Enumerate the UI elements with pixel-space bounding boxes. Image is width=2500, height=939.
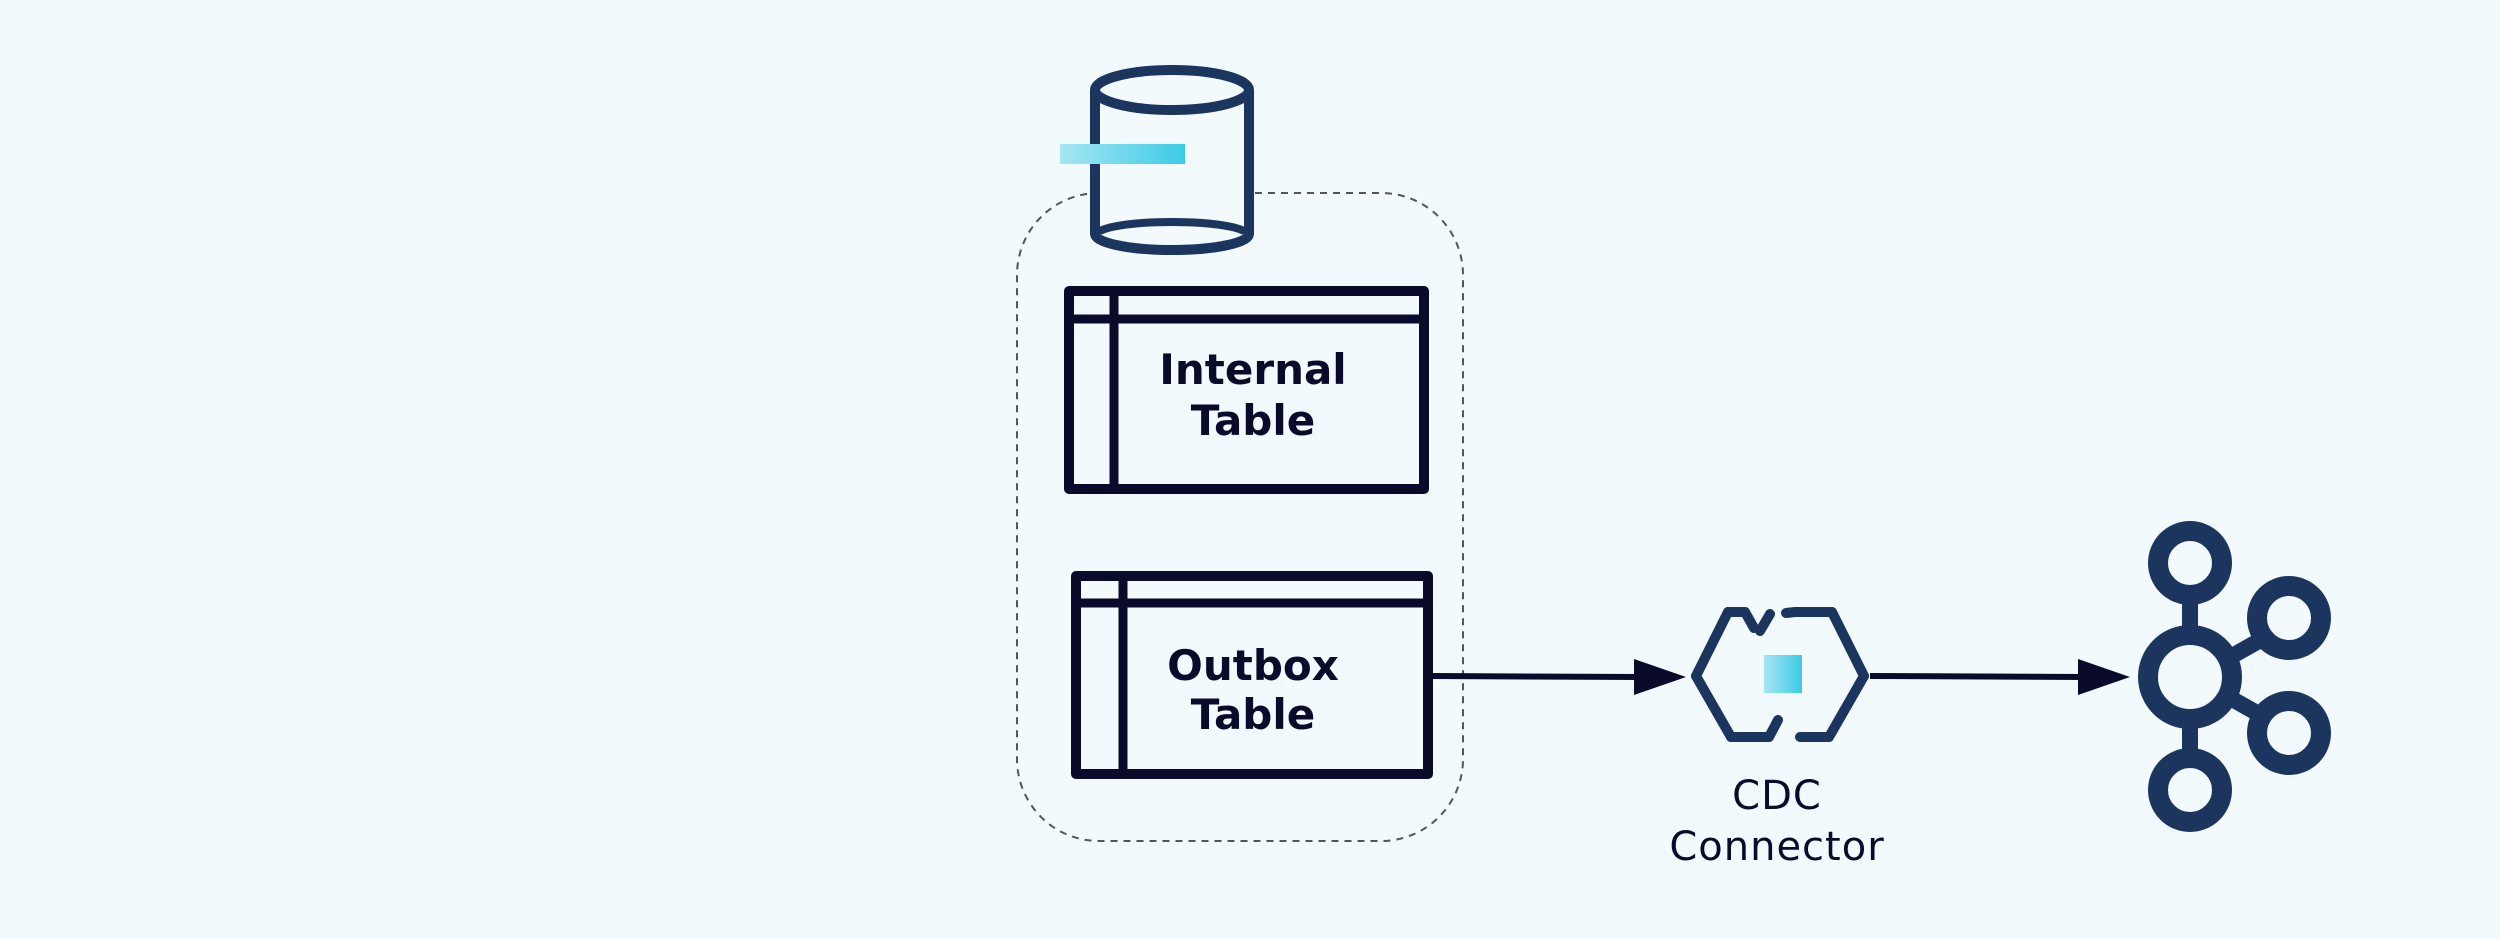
internal-table-label-line1: Internal [1159, 345, 1346, 394]
table-icon [1071, 571, 1433, 779]
outbox-table-label-line1: Outbox [1167, 641, 1339, 690]
arrow-connector-to-broker [1869, 659, 2130, 695]
database-cylinder-icon [1090, 65, 1254, 255]
internal-table: Internal Table [1064, 286, 1429, 494]
connector-accent-square [1764, 655, 1802, 693]
kafka-cluster-icon [2138, 521, 2331, 832]
internal-table-label-line2: Table [1191, 396, 1316, 445]
connector-label-line2: Connector [1669, 824, 1884, 870]
outbox-table-label-line2: Table [1191, 690, 1316, 739]
arrow-outbox-to-connector [1430, 659, 1686, 695]
outbox-table: Outbox Table [1071, 571, 1433, 779]
connector-label-line1: CDC [1732, 773, 1822, 819]
hexagon-connector-icon [1691, 607, 1869, 742]
table-icon [1064, 286, 1429, 494]
database-boundary [1016, 192, 1464, 842]
database-accent-bar [1060, 144, 1185, 164]
